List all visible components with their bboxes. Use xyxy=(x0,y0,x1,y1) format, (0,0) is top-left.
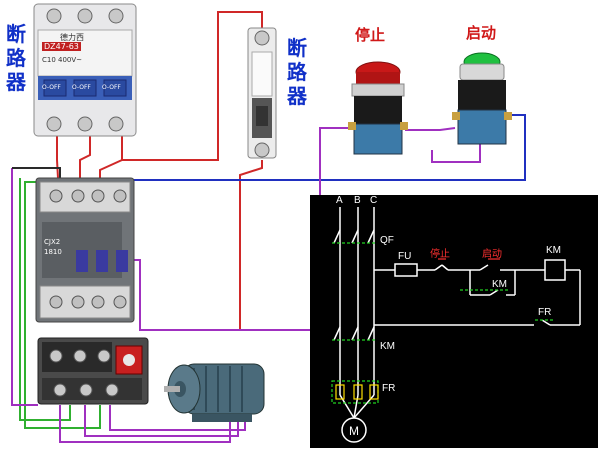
breaker3p-brand: 德力西 xyxy=(60,33,84,42)
schematic-panel: A B C QF FU 停止 启动 KM KM FR KM FR M xyxy=(310,195,598,448)
breaker-label-left-char-3: 器 xyxy=(6,70,26,94)
contactor: CJX2 1810 xyxy=(34,176,136,326)
contactor-model: CJX2 xyxy=(44,238,61,246)
breaker-label-left-char-2: 路 xyxy=(6,46,26,70)
schematic-fu-label: FU xyxy=(398,251,412,262)
breaker-3pole: 德力西 DZ47-63 C10 400V~ O-OFF O-OFF O-OFF xyxy=(32,2,138,140)
schematic-phase-a: A xyxy=(336,195,343,206)
breaker3p-spec: C10 400V~ xyxy=(42,56,83,64)
schematic-start-label: 启动 xyxy=(482,249,502,260)
breaker3p-off-1: O-OFF xyxy=(42,84,61,91)
breaker-label-right: 断 路 器 xyxy=(287,36,307,108)
schematic-stop-label: 停止 xyxy=(430,249,450,260)
schematic-drawing xyxy=(331,207,581,443)
schematic-qf-label: QF xyxy=(380,235,394,246)
schematic-km-coil-label: KM xyxy=(546,245,561,256)
breaker-label-right-char-1: 断 xyxy=(287,36,307,60)
green-wires xyxy=(19,178,101,429)
red-wires xyxy=(56,11,263,330)
thermal-relay xyxy=(36,334,150,408)
schematic-fr-contact-label: FR xyxy=(538,307,552,318)
contactor-rating: 1810 xyxy=(44,248,62,256)
schematic-motor-label: M xyxy=(349,424,359,438)
breaker3p-model: DZ47-63 xyxy=(42,42,81,51)
breaker-label-left: 断 路 器 xyxy=(6,22,26,94)
start-button[interactable] xyxy=(448,42,516,160)
motor xyxy=(162,352,270,428)
breaker-label-left-char-1: 断 xyxy=(6,22,26,46)
breaker3p-off-3: O-OFF xyxy=(102,84,121,91)
purple-wires xyxy=(11,127,481,443)
stop-button-label: 停止 xyxy=(355,26,386,44)
schematic-phase-c: C xyxy=(370,195,378,206)
breaker-label-right-char-2: 路 xyxy=(287,60,307,84)
start-button-label: 启动 xyxy=(466,24,497,42)
breaker3p-off-2: O-OFF xyxy=(72,84,91,91)
dark-wires xyxy=(12,167,61,180)
schematic-phase-b: B xyxy=(354,195,361,206)
schematic-km-aux-label: KM xyxy=(492,279,507,290)
stop-button[interactable] xyxy=(344,44,412,162)
schematic-fr-heater-label: FR xyxy=(382,383,396,394)
breaker-1pole xyxy=(246,26,278,162)
breaker-label-right-char-3: 器 xyxy=(287,84,307,108)
schematic-km-main-label: KM xyxy=(380,341,395,352)
